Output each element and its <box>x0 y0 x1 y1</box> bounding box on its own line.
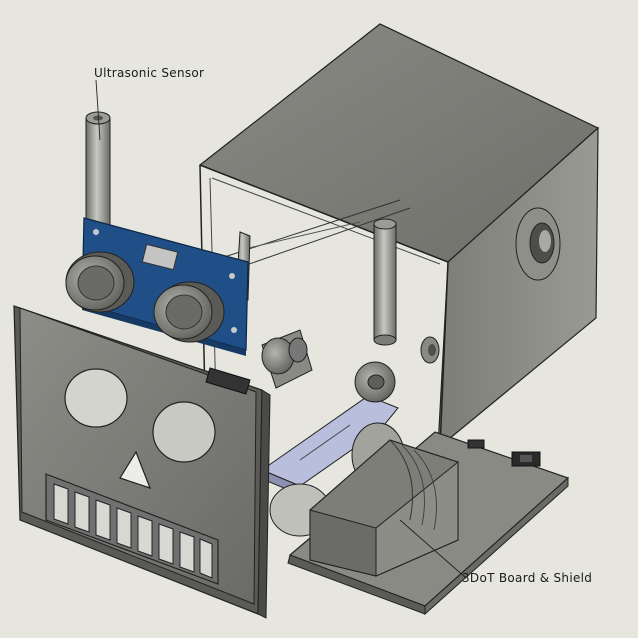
board-and-shield <box>287 431 570 616</box>
eye-hole-left <box>64 368 128 428</box>
callout-board-shield: 3DoT Board & Shield <box>462 571 593 585</box>
grille-slots <box>53 483 213 579</box>
leader-line-sensor <box>95 79 101 141</box>
front-face-plate <box>13 305 271 619</box>
housing-side <box>437 126 599 450</box>
ball-caster <box>354 361 396 403</box>
transducer-left <box>65 251 135 313</box>
chip <box>467 439 485 449</box>
callout-ultrasonic-sensor: Ultrasonic Sensor <box>94 66 205 80</box>
leader-line-board <box>399 519 467 579</box>
eye-hole-right <box>152 401 216 463</box>
box-housing <box>198 23 600 450</box>
servo-motor <box>261 329 313 389</box>
standoff-post-right <box>373 218 397 346</box>
standoff-post-left <box>85 111 111 239</box>
sensor-connector <box>205 367 251 395</box>
servo-mount-plate <box>259 395 399 495</box>
transducer-right <box>153 281 225 343</box>
nose-triangle <box>119 450 152 489</box>
ultrasonic-sensor <box>65 217 249 356</box>
